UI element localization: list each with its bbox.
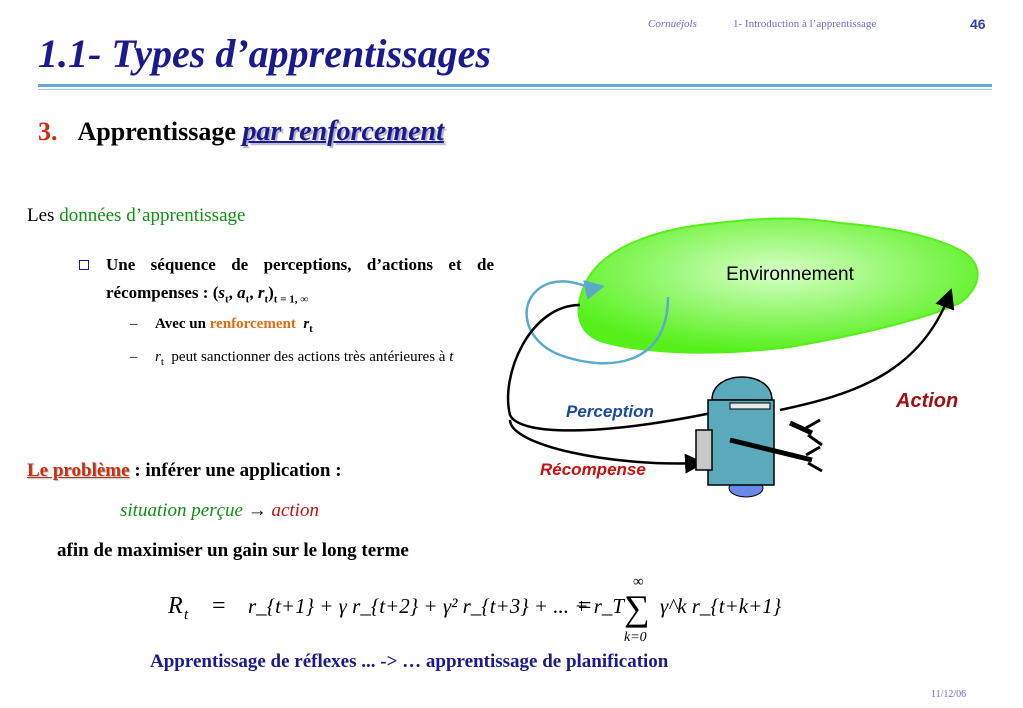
donnees-prefix: Les (27, 205, 55, 226)
slide-date: 11/12/06 (931, 689, 967, 700)
sub-dash-2: – (130, 349, 138, 365)
subitem-2-text: peut sanctionner des actions très antéri… (171, 349, 446, 365)
feedback-loop (525, 280, 670, 365)
probleme-line: Le problème : inférer une application : (27, 460, 342, 482)
subitem-2-sub: t (160, 356, 164, 368)
var-r-sub: t (264, 293, 269, 306)
section-number: 3. (38, 117, 58, 146)
bullet-text: Une séquence de perceptions, d’actions e… (106, 255, 494, 306)
formula-eq-2: = (578, 593, 592, 619)
section-heading: 3. Apprentissage par renforcement (38, 116, 444, 148)
environment-label: Environnement (726, 264, 855, 285)
situation-line: situation perçue → action (120, 500, 319, 522)
arrow-icon: → (247, 500, 267, 521)
agent-environment-diagram: Environnement Perception Action Récompen… (506, 217, 979, 498)
subitem-1-sub: t (309, 323, 313, 335)
header-author: Cornuéjols (648, 18, 697, 30)
probleme-text: : inférer une application : (134, 460, 342, 481)
var-r: r (257, 283, 265, 302)
action-label: Action (895, 390, 958, 412)
var-a: a (237, 283, 246, 302)
perception-arrow (506, 303, 753, 432)
formula-sum-term: γ^k r_{t+k+1} (660, 594, 782, 618)
subitem-1-var: r (303, 316, 310, 332)
recompense-arrow (508, 419, 705, 474)
formula-sum-bottom: k=0 (624, 630, 647, 645)
subitem-1-prefix: Avec un (155, 316, 206, 332)
bottom-line: Apprentissage de réflexes ... -> … appre… (150, 651, 669, 672)
formula-lhs: R (167, 593, 183, 619)
var-s: s (218, 283, 225, 302)
formula-terms: r_{t+1} + γ r_{t+2} + γ² r_{t+3} + ... +… (248, 594, 625, 618)
title-rule-thin (38, 89, 992, 90)
bullet-main: Une séquence de perceptions, d’actions e… (106, 255, 494, 302)
formula-eq-1: = (212, 593, 226, 619)
recompense-label: Récompense (540, 460, 646, 479)
sigma-icon: ∑ (624, 588, 650, 628)
afin-line: afin de maximiser un gain sur le long te… (57, 540, 409, 561)
bullet-close: ) (268, 283, 274, 302)
square-bullet-icon (79, 260, 89, 270)
robot-agent-icon (695, 376, 823, 498)
sub-dash-1: – (130, 316, 138, 332)
perception-label: Perception (566, 402, 654, 421)
subitem-1-highlight: renforcement (209, 316, 296, 332)
probleme-label: Le problème (27, 460, 130, 481)
header-chapter: 1- Introduction à l’apprentissage (733, 18, 877, 30)
action-arrow (779, 288, 955, 412)
reward-formula: R t = r_{t+1} + γ r_{t+2} + γ² r_{t+3} +… (167, 574, 782, 645)
situation-percue: situation perçue (120, 500, 243, 521)
title-rule (38, 84, 992, 87)
subitem-1: Avec un renforcement rt (155, 316, 313, 335)
slide-title: 1.1- Types d’apprentissages (38, 31, 491, 76)
page-number: 46 (970, 16, 986, 32)
formula-lhs-sub: t (184, 607, 189, 623)
environment-cloud (577, 217, 979, 354)
section-emphasis: par renforcement (242, 116, 444, 147)
subitem-2-end: t (449, 349, 454, 365)
donnees-highlight: données d’apprentissage (59, 205, 246, 226)
section-text: Apprentissage (77, 117, 236, 146)
var-a-sub: t (245, 293, 250, 306)
bullet-range: t = 1, ∞ (273, 293, 309, 306)
donnees-line: Les données d’apprentissage (27, 205, 245, 227)
var-s-sub: t (224, 293, 229, 306)
situation-action: action (271, 500, 319, 521)
formula-sum-top: ∞ (633, 574, 644, 590)
subitem-2-var: r (155, 349, 161, 365)
subitem-2: rt peut sanctionner des actions très ant… (155, 347, 455, 373)
